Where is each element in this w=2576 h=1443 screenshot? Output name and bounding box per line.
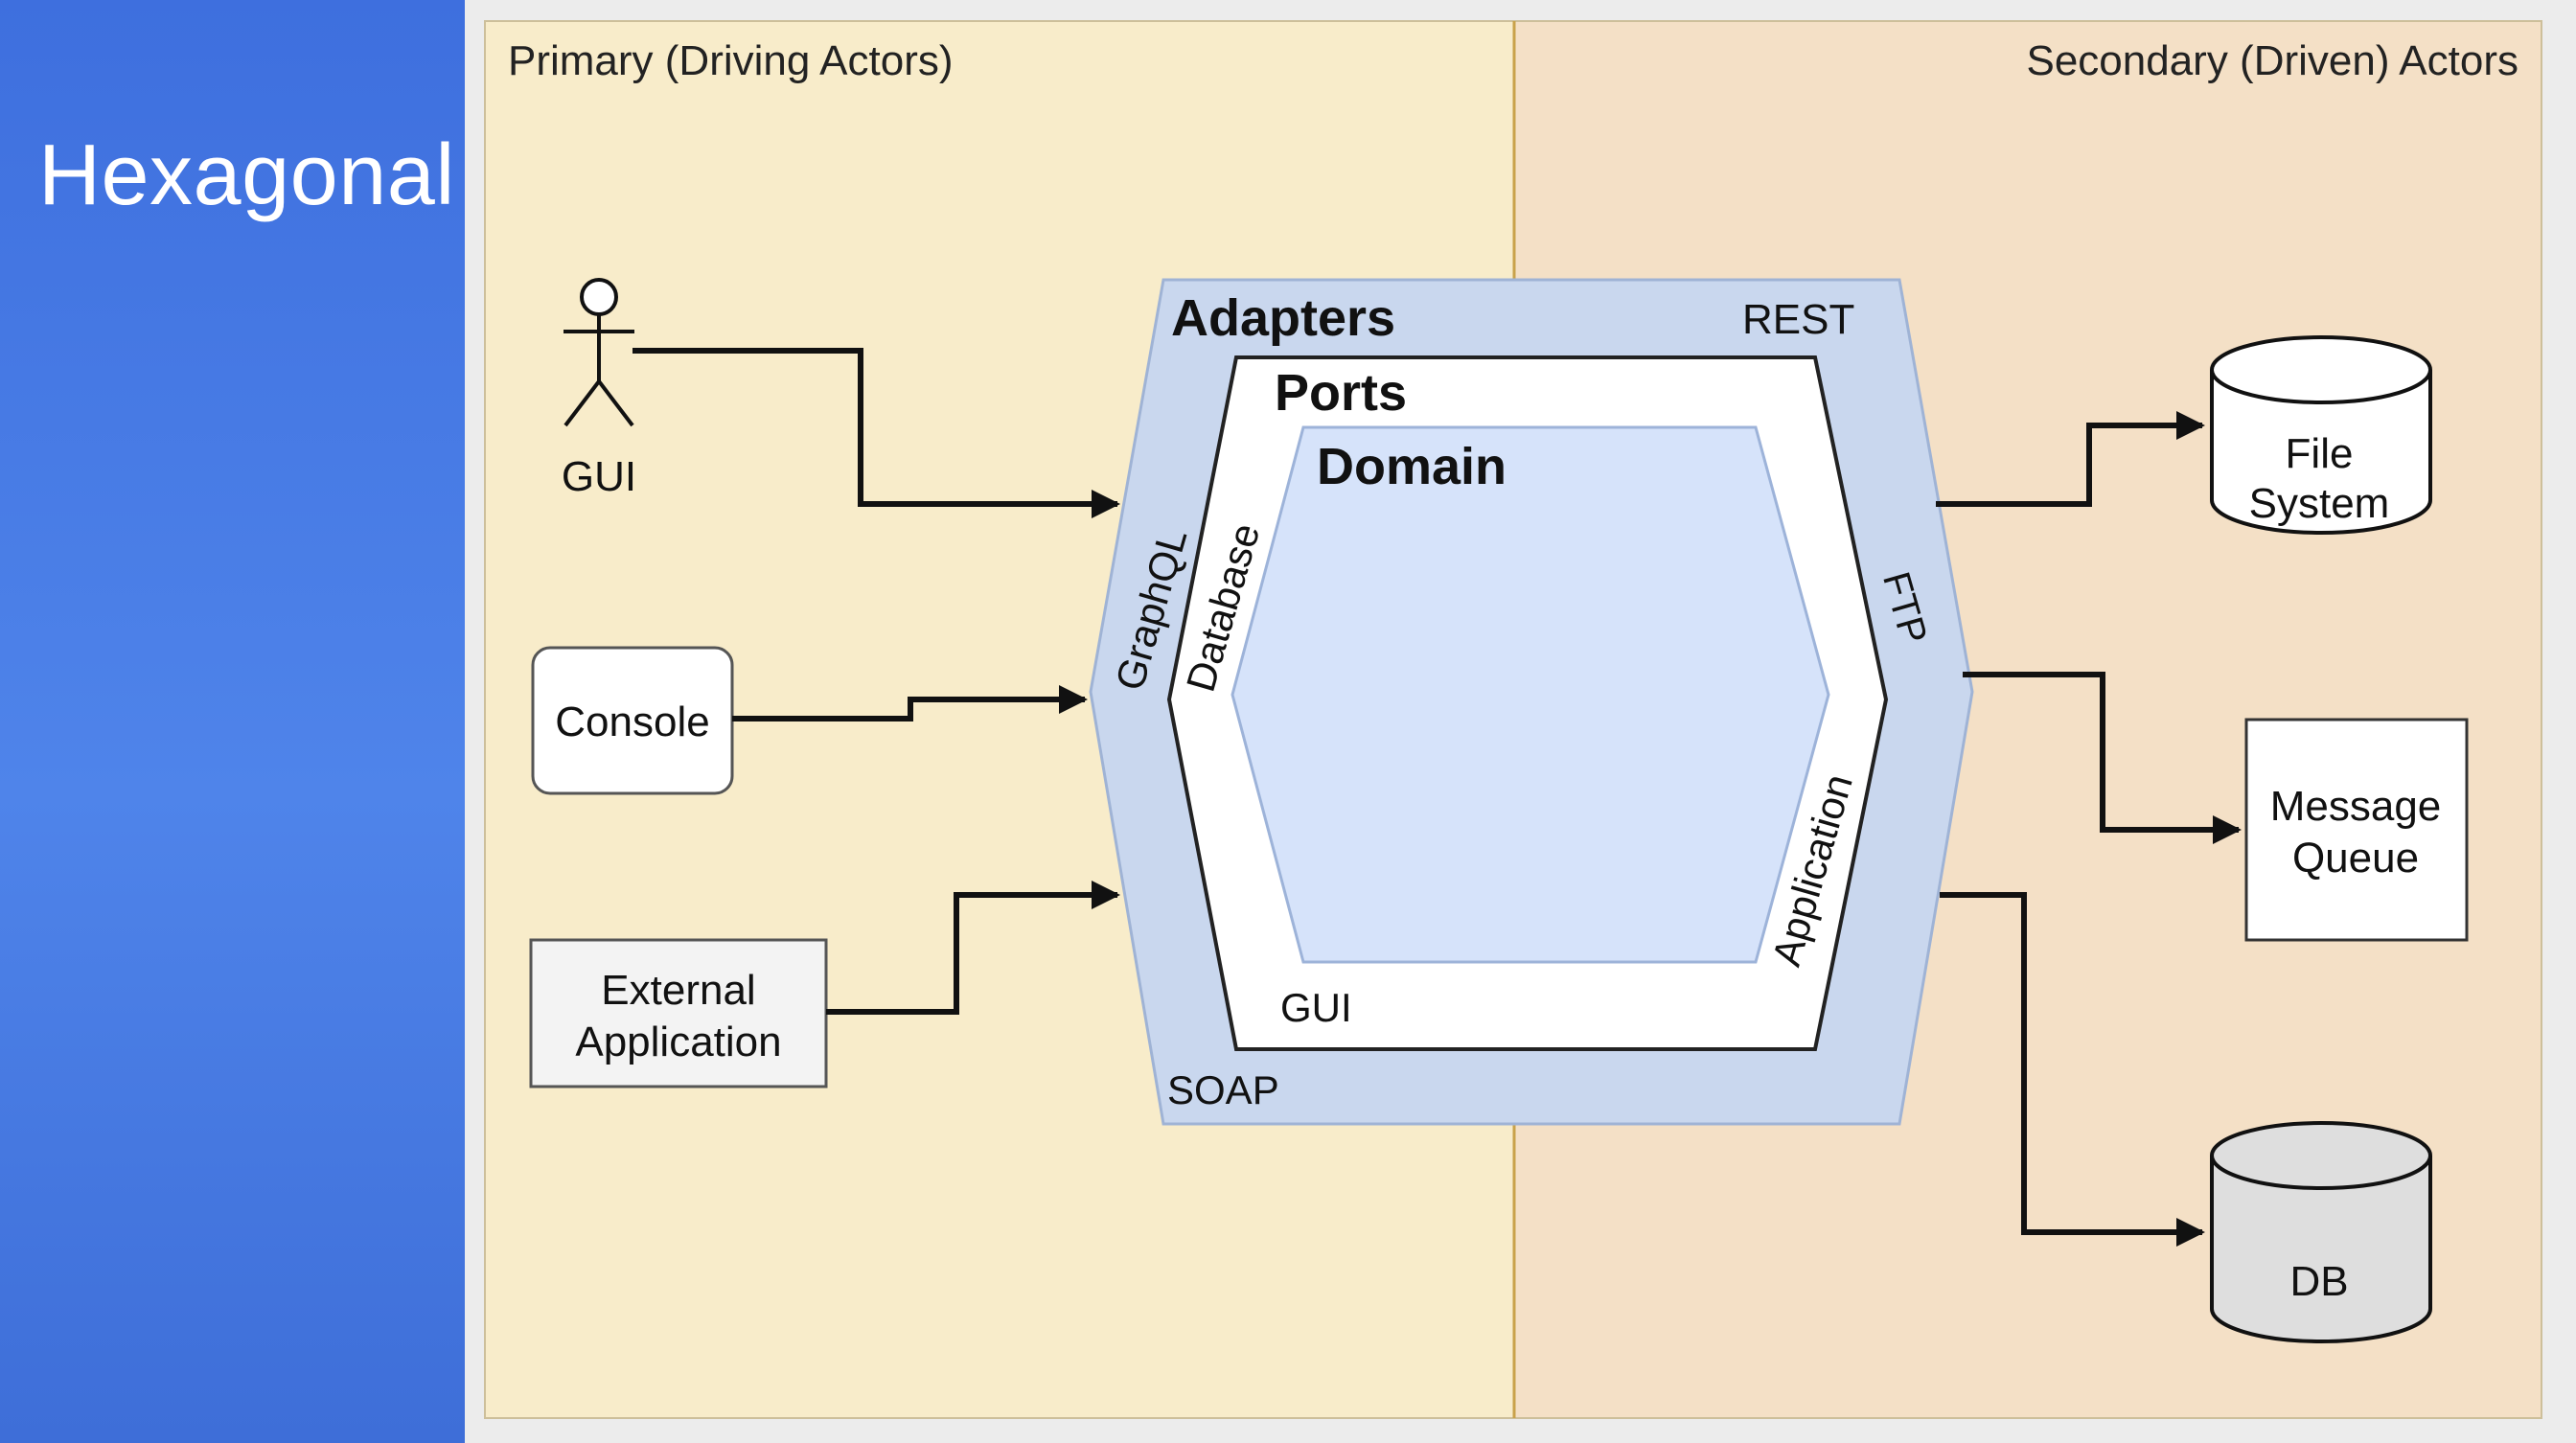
secondary-zone-label: Secondary (Driven) Actors (2026, 37, 2518, 84)
message-queue-box (2244, 718, 2469, 942)
arrow-adapters-to-message-queue (1963, 672, 2242, 844)
external-application-label-line2: Application (575, 1019, 781, 1065)
arrow-console-to-adapters (732, 685, 1088, 722)
arrow-external-app-to-adapters (826, 881, 1120, 1015)
db-label: DB (2289, 1258, 2348, 1305)
soap-adapter-label: SOAP (1167, 1067, 1279, 1112)
gui-port-label: GUI (1280, 985, 1352, 1030)
file-system-label-line1: File (2286, 430, 2354, 477)
message-queue-label-line2: Queue (2292, 835, 2419, 882)
console-actor-label: Console (555, 699, 709, 745)
file-system-cylinder-icon (2210, 335, 2432, 535)
arrow-adapters-to-file-system (1936, 411, 2205, 507)
arrow-adapters-to-db (1940, 892, 2205, 1247)
sidebar-panel: Hexagonal (0, 0, 465, 1443)
primary-zone-label: Primary (Driving Actors) (508, 37, 954, 84)
ports-label: Ports (1275, 364, 1407, 422)
message-queue-label-line1: Message (2270, 783, 2442, 830)
adapters-label: Adapters (1171, 289, 1395, 347)
external-application-label-line1: External (601, 967, 755, 1014)
gui-actor-icon (564, 278, 634, 427)
rest-adapter-label: REST (1742, 296, 1854, 343)
db-cylinder-icon (2210, 1121, 2432, 1343)
slide-title: Hexagonal (38, 127, 455, 223)
domain-hexagon (1230, 425, 1830, 964)
arrow-gui-to-adapters (632, 348, 1120, 518)
gui-actor-label: GUI (562, 453, 636, 500)
file-system-label-line2: System (2249, 480, 2390, 527)
domain-label: Domain (1317, 438, 1506, 495)
